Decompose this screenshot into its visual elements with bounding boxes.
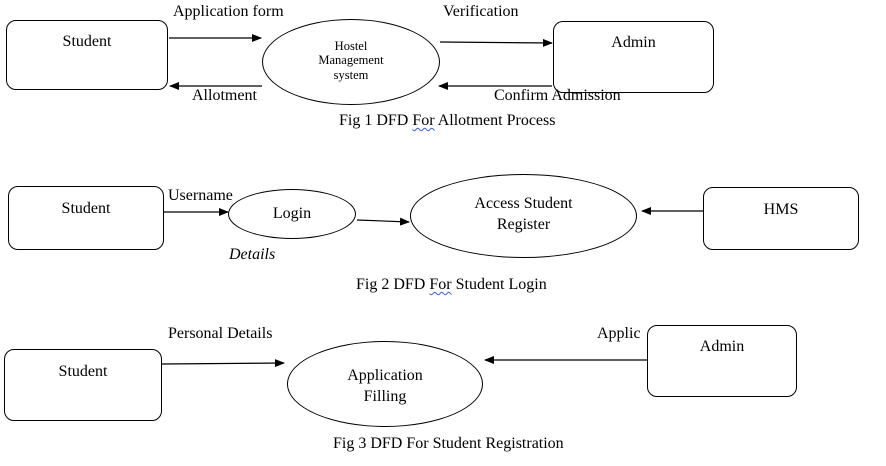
login-process: Login [228, 189, 356, 239]
flow-label-username: Username [168, 187, 233, 204]
arrow-system-to-admin [439, 38, 553, 47]
flow-label-personal-details: Personal Details [168, 325, 273, 342]
caption-fig1: Fig 1 DFD For Allotment Process [339, 112, 555, 130]
caption-fig1-pre: Fig 1 DFD [339, 112, 413, 129]
caption-fig1-post: Allotment Process [434, 112, 556, 129]
hms-label: HMS [763, 201, 799, 218]
student-label: Student [61, 200, 111, 217]
caption-fig2-pre: Fig 2 DFD [356, 276, 430, 293]
caption-fig2-squiggle: For [429, 276, 452, 293]
caption-fig2: Fig 2 DFD For Student Login [356, 276, 547, 294]
flow-label-applic: Applic [597, 325, 641, 342]
process-label-line1: Application [347, 367, 423, 384]
flow-label-application-form: Application form [173, 3, 284, 20]
flow-label-details: Details [229, 246, 276, 263]
application-filling-process: Application Filling [287, 341, 483, 427]
login-label: Login [272, 205, 312, 222]
flow-label-verification: Verification [443, 3, 519, 20]
arrow-student-to-filling [161, 359, 285, 368]
arrow-login-to-access [356, 217, 410, 226]
system-label-line2: Management [318, 53, 384, 67]
student-label: Student [58, 363, 108, 380]
process-label-line2: Filling [363, 388, 407, 405]
student-label: Student [62, 33, 112, 50]
hostel-management-system-process: Hostel Management system [262, 19, 440, 105]
hms-entity: HMS [703, 187, 859, 250]
access-label-line2: Register [496, 216, 551, 233]
caption-fig2-post: Student Login [451, 276, 547, 293]
system-label-line1: Hostel [334, 39, 368, 53]
flow-label-confirm-admission: Confirm Admission [494, 87, 621, 104]
caption-fig1-squiggle: For [412, 112, 435, 129]
admin-entity-fig1: Admin [553, 21, 714, 93]
caption-fig3: Fig 3 DFD For Student Registration [333, 435, 564, 452]
system-label-line3: system [333, 68, 369, 82]
access-student-register-process: Access Student Register [410, 174, 637, 258]
flow-label-allotment: Allotment [192, 87, 257, 104]
access-label-line1: Access Student [474, 195, 573, 212]
admin-entity-fig3: Admin [647, 325, 797, 397]
student-entity-fig1: Student [6, 20, 168, 90]
admin-label: Admin [611, 34, 656, 51]
admin-label: Admin [699, 338, 745, 355]
student-entity-fig2: Student [8, 186, 164, 250]
student-entity-fig3: Student [4, 349, 162, 421]
